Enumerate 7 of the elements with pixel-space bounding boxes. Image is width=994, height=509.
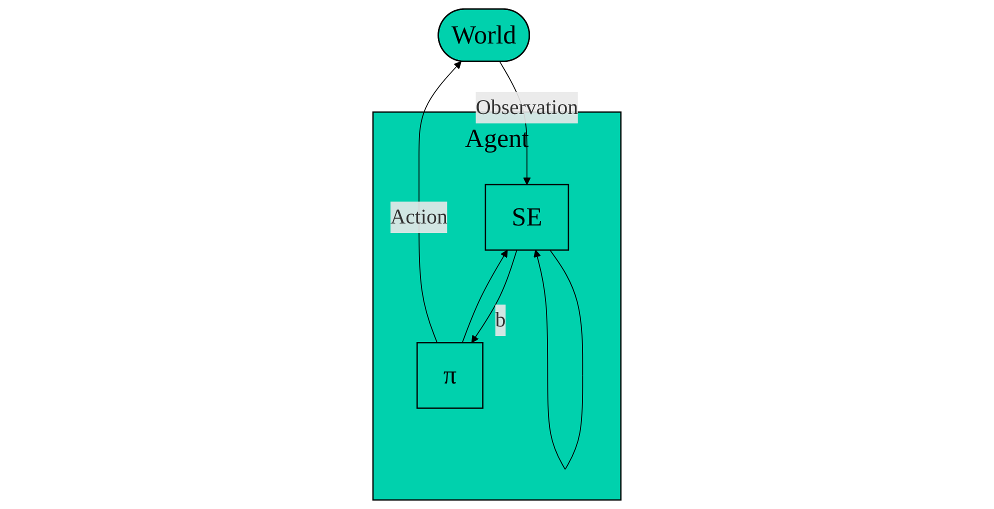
arrow (534, 250, 584, 470)
arrow (471, 250, 518, 344)
node-box: π (416, 342, 484, 409)
arrow (462, 250, 508, 344)
arrow (418, 61, 462, 344)
edge-label: Action (390, 206, 448, 229)
node-box: SE (484, 184, 570, 251)
